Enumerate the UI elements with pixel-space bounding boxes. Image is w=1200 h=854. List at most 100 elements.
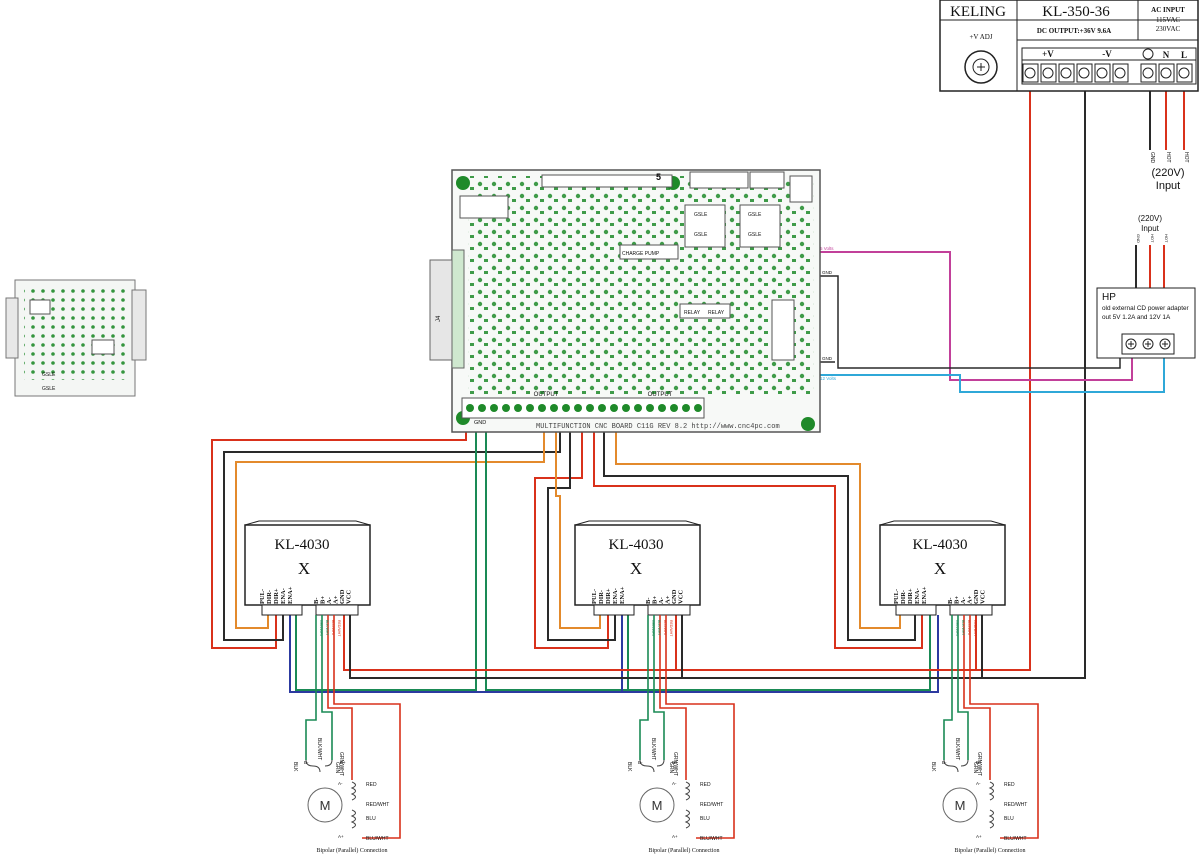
motor-3-blk: BLK xyxy=(930,762,936,772)
driver-1-pin-pulminus: PUL- xyxy=(259,589,266,604)
wire-red-driver1 xyxy=(211,418,467,649)
psu-term-l: L xyxy=(1181,50,1187,60)
wires xyxy=(211,82,1185,693)
motor-2: M BLK BLK/WHT GRN GRN/WHT B- B+ A- A+ RE… xyxy=(626,738,723,854)
mains-input-label: Input xyxy=(1156,180,1180,192)
driver-2-pin-bminus: B- xyxy=(645,598,652,605)
driver-1-wire-tag-black-white: BLK/WHT xyxy=(325,620,329,636)
hp-volts: (220V) xyxy=(1138,214,1162,223)
board-relay-2: RELAY xyxy=(708,310,725,316)
driver-3-pin-dirminus: DIR- xyxy=(900,590,907,604)
motor-1-red-wht: RED/WHT xyxy=(366,802,389,808)
driver-1-pin-aplus: A+ xyxy=(333,595,340,604)
wire-red-driver3 xyxy=(593,418,923,649)
board-charge-pump: CHARGE PUMP xyxy=(622,251,660,257)
motor-1-blu-wht: BLU/WHT xyxy=(366,836,389,842)
driver-2-pin-dirplus: DIR+ xyxy=(605,588,612,604)
mains-input: GND HOT HOT (220V) Input xyxy=(1149,152,1189,192)
motor-1-red: RED xyxy=(366,782,377,788)
motor-2-grn-wht: GRN/WHT xyxy=(672,752,678,776)
motor-3-blu-wht: BLU/WHT xyxy=(1004,836,1027,842)
motor-2-blu: BLU xyxy=(700,816,710,822)
motor-2-b-plus: B+ xyxy=(672,760,678,765)
driver-2-pin-aminus: A- xyxy=(658,597,665,604)
driver-1-pin-aminus: A- xyxy=(326,597,333,604)
driver-3-axis: X xyxy=(934,559,946,578)
mini-gsle-1: GSLE xyxy=(42,372,56,378)
board-title: MULTIFUNCTION CNC BOARD C11G REV 8.2 htt… xyxy=(536,423,780,431)
psu-minus-v: -V xyxy=(1102,49,1112,59)
hp-line1: old external CD power adapter xyxy=(1102,305,1190,312)
hp-adapter: (220V) Input GND HOT HOT HP old external… xyxy=(820,214,1196,381)
motor-3-grn: GRN xyxy=(972,762,978,774)
driver-2: KL-4030 X xyxy=(574,520,701,616)
wire-orange-driver1 xyxy=(235,418,545,629)
tag-gnd-top: GND xyxy=(822,270,833,275)
motor-3-red: RED xyxy=(1004,782,1015,788)
motor-2-caption: Bipolar (Parallel) Connection xyxy=(649,847,720,854)
board-gsle-2: GSLE xyxy=(694,232,708,238)
board-relay-1: RELAY xyxy=(684,310,701,316)
motor-1-b-plus: B+ xyxy=(340,760,346,765)
wire-green-ena1 xyxy=(295,418,477,691)
mini-board: GSLE GSLE xyxy=(5,279,147,397)
driver-3-pin-bplus: B+ xyxy=(954,596,961,604)
motor-1-a-plus: A+ xyxy=(338,834,344,839)
motor-3-b-plus: B+ xyxy=(976,760,982,765)
power-supply: KELING KL-350-36 AC INPUT 115VAC 230VAC … xyxy=(939,0,1199,92)
motor-1-blu: BLU xyxy=(366,816,376,822)
hp-hot1-label: HOT xyxy=(1150,234,1155,243)
psu-ac-230: 230VAC xyxy=(1156,25,1181,33)
motor-2-blk-wht: BLK/WHT xyxy=(650,738,656,760)
motor-1-caption: Bipolar (Parallel) Connection xyxy=(317,847,388,854)
mini-gsle-2: GSLE xyxy=(42,386,56,392)
driver-2-pin-enaminus: ENA- xyxy=(612,588,619,604)
motor-wires xyxy=(305,615,1039,839)
hp-gnd-label: GND xyxy=(1136,234,1141,243)
driver-3-pin-vcc: VCC xyxy=(980,590,987,604)
driver-1-pin-gnd: GND xyxy=(339,589,346,604)
motor-1-grn: GRN xyxy=(334,762,340,774)
driver-3: KL-4030 X xyxy=(879,520,1006,616)
board-output-2: OUTPUT xyxy=(648,392,673,398)
mains-hot1-label: HOT xyxy=(1165,152,1171,163)
driver-3-pin-enaminus: ENA- xyxy=(914,588,921,604)
driver-1-pin-vcc: VCC xyxy=(346,590,353,604)
psu-ac-input-title: AC INPUT xyxy=(1151,6,1185,14)
motor-1: M BLK BLK/WHT GRN GRN/WHT B- B+ A- A+ RE… xyxy=(292,738,389,854)
motor-2-red-wht: RED/WHT xyxy=(700,802,723,808)
driver-1-wire-tag-red-white: RED/WHT xyxy=(337,620,341,637)
driver-3-pin-enaplus: ENA+ xyxy=(921,586,928,604)
board-gsle-1: GSLE xyxy=(694,212,708,218)
wire-orange-driver3 xyxy=(615,418,901,629)
driver-3-wire-tag-green-white: GRN/WHT xyxy=(955,620,959,638)
driver-2-pin-enaplus: ENA+ xyxy=(619,586,626,604)
wire-black-gnd-top xyxy=(818,275,1121,369)
driver-1-pin-bminus: B- xyxy=(313,598,320,605)
driver-3-wire-tag-blue-white: BLU/WHT xyxy=(967,620,971,637)
mains-volts: (220V) xyxy=(1151,167,1184,179)
psu-term-n: N xyxy=(1163,50,1170,60)
wire-magenta-5v xyxy=(818,251,1133,381)
driver-2-wire-tag-red-white: RED/WHT xyxy=(669,620,673,637)
board-gsle-3: GSLE xyxy=(748,212,762,218)
motor-2-red: RED xyxy=(700,782,711,788)
hp-input: Input xyxy=(1141,224,1160,233)
motor-2-blu-wht: BLU/WHT xyxy=(700,836,723,842)
driver-1-model: KL-4030 xyxy=(275,537,330,553)
driver-2-pin-aplus: A+ xyxy=(665,595,672,604)
motor-1-grn-wht: GRN/WHT xyxy=(338,752,344,776)
wire-green-ena3 xyxy=(486,615,931,691)
motor-3-caption: Bipolar (Parallel) Connection xyxy=(955,847,1026,854)
motor-2-blk: BLK xyxy=(626,762,632,772)
driver-1-pin-bplus: B+ xyxy=(320,596,327,604)
motor-1-blk-wht: BLK/WHT xyxy=(316,738,322,760)
driver-2-wire-tag-black-white: BLK/WHT xyxy=(657,620,661,636)
motor-2-grn: GRN xyxy=(668,762,674,774)
psu-terminal-row xyxy=(1022,48,1193,83)
driver-3-pin-bminus: B- xyxy=(947,598,954,605)
driver-3-model: KL-4030 xyxy=(913,537,968,553)
motor-1-symbol: M xyxy=(320,798,331,813)
